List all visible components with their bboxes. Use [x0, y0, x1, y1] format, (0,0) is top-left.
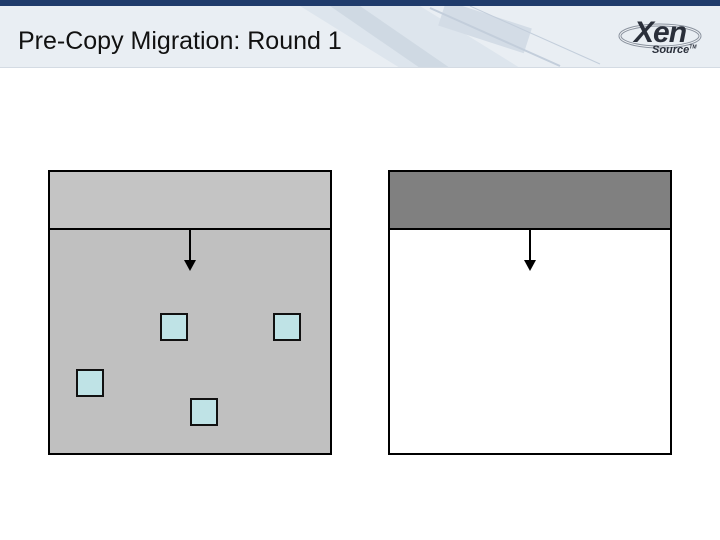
memory-page — [190, 398, 218, 426]
memory-page — [160, 313, 188, 341]
slide-title: Pre-Copy Migration: Round 1 — [18, 27, 342, 55]
logo-trademark: TM — [689, 44, 697, 51]
target-arrow-down-icon — [524, 228, 536, 271]
memory-page — [273, 313, 301, 341]
memory-page — [76, 369, 104, 397]
logo-subwordmark: SourceTM — [652, 44, 697, 56]
source-arrow-down-icon — [184, 228, 196, 271]
target-host-vm-bar — [390, 172, 670, 230]
logo-subword: Source — [652, 44, 690, 56]
header-divider — [0, 67, 720, 68]
xensource-logo: Xen SourceTM — [616, 16, 712, 62]
slide-header: Pre-Copy Migration: Round 1 Xen SourceTM — [0, 0, 720, 68]
logo-swoosh-icon — [618, 23, 702, 49]
header-top-band — [0, 0, 720, 6]
source-host-vm-bar — [50, 172, 330, 230]
source-host-box — [48, 170, 332, 455]
target-host-box — [388, 170, 672, 455]
satellite-background-graphic — [300, 6, 601, 68]
logo-wordmark: Xen — [634, 16, 687, 49]
